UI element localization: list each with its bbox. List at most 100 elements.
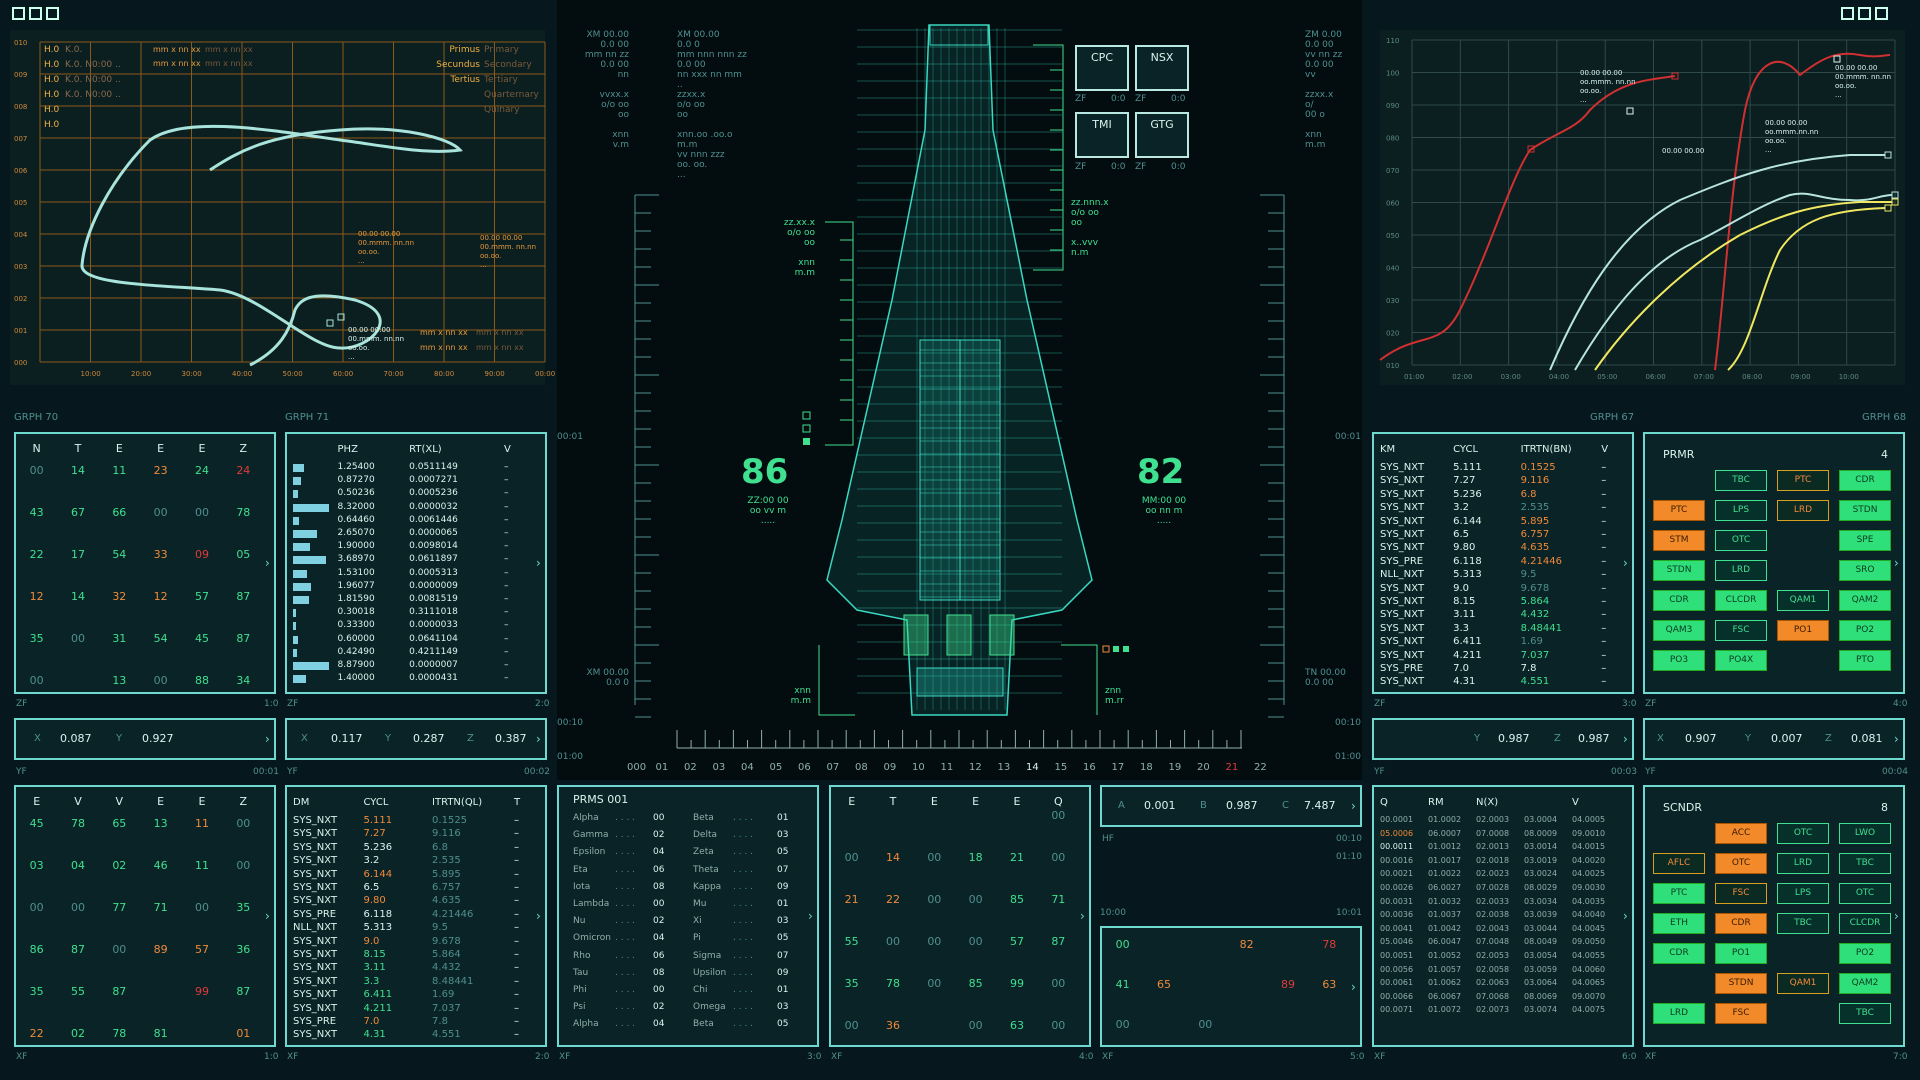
btn-fsc[interactable]: FSC (1715, 883, 1767, 904)
chevron-right-icon[interactable]: › (536, 732, 541, 746)
corner-label: 00:04 (1882, 767, 1908, 777)
chevron-right-icon[interactable]: › (1623, 909, 1628, 923)
window-square-icon[interactable] (1858, 7, 1871, 20)
chevron-right-icon[interactable]: › (265, 732, 270, 746)
btn-po4x[interactable]: PO4X (1715, 650, 1767, 671)
chevron-right-icon[interactable]: › (1894, 732, 1899, 746)
chevron-right-icon[interactable]: › (808, 909, 813, 923)
window-square-icon[interactable] (1841, 7, 1854, 20)
btn-cdr[interactable]: CDR (1653, 943, 1705, 964)
btn-fsc[interactable]: FSC (1715, 620, 1767, 641)
chevron-right-icon[interactable]: › (1351, 979, 1356, 994)
btn-fsc[interactable]: FSC (1715, 1003, 1767, 1024)
btn-po2[interactable]: PO2 (1839, 943, 1891, 964)
gtg-button[interactable]: GTG (1135, 112, 1189, 158)
btn-otc[interactable]: OTC (1715, 530, 1767, 551)
xyz-readout[interactable]: X 0.907 Y 0.007 Z 0.081 › (1643, 718, 1905, 760)
window-square-icon[interactable] (46, 7, 59, 20)
window-square-icon[interactable] (12, 7, 25, 20)
chevron-right-icon[interactable]: › (536, 909, 541, 923)
window-controls-right[interactable] (1841, 7, 1892, 23)
btn-tbc[interactable]: TBC (1715, 470, 1767, 491)
btn-clcdr[interactable]: CLCDR (1839, 913, 1891, 934)
xyz-readout[interactable]: X 0.117 Y 0.287 Z 0.387 › (285, 718, 547, 760)
btn-qam3[interactable]: QAM3 (1653, 620, 1705, 641)
btn-sro[interactable]: SRO (1839, 560, 1891, 581)
btn-cdr[interactable]: CDR (1715, 913, 1767, 934)
chevron-right-icon[interactable]: › (265, 556, 270, 570)
btn-lrd[interactable]: LRD (1777, 853, 1829, 874)
btn-po3[interactable]: PO3 (1653, 650, 1705, 671)
btn-acc[interactable]: ACC (1715, 823, 1767, 844)
btn-eth[interactable]: ETH (1653, 913, 1705, 934)
btn-lrd[interactable]: LRD (1777, 500, 1829, 521)
btn-tbc[interactable]: TBC (1839, 1003, 1891, 1024)
chevron-right-icon[interactable]: › (265, 909, 270, 923)
chevron-right-icon[interactable]: › (1623, 556, 1628, 570)
legend-item: Secundus (436, 60, 480, 70)
btn-pto[interactable]: PTO (1839, 650, 1891, 671)
btn-stm[interactable]: STM (1653, 530, 1705, 551)
table-cell (293, 607, 338, 617)
window-square-icon[interactable] (1875, 7, 1888, 20)
btn-spe[interactable]: SPE (1839, 530, 1891, 551)
btn-cdr[interactable]: CDR (1653, 590, 1705, 611)
yz-readout[interactable]: Y 0.987 Z 0.987 › (1372, 718, 1634, 760)
btn-otc[interactable]: OTC (1777, 823, 1829, 844)
btn-lrd[interactable]: LRD (1715, 560, 1767, 581)
btn-otc[interactable]: OTC (1715, 853, 1767, 874)
btn-tbc[interactable]: TBC (1777, 913, 1829, 934)
btn-stdn[interactable]: STDN (1715, 973, 1767, 994)
btn-lps[interactable]: LPS (1777, 883, 1829, 904)
btn-qam1[interactable]: QAM1 (1777, 973, 1829, 994)
btn-lwo[interactable]: LWO (1839, 823, 1891, 844)
btn-po1[interactable]: PO1 (1715, 943, 1767, 964)
cpc-button[interactable]: CPC (1075, 45, 1129, 91)
chevron-right-icon[interactable]: › (1894, 556, 1899, 570)
nsx-button[interactable]: NSX (1135, 45, 1189, 91)
abc-readout[interactable]: A 0.001 B 0.987 C 7.487 › (1100, 785, 1362, 827)
btn-cdr[interactable]: CDR (1839, 470, 1891, 491)
btn-stdn[interactable]: STDN (1839, 500, 1891, 521)
chevron-right-icon[interactable]: › (1351, 799, 1356, 813)
window-square-icon[interactable] (29, 7, 42, 20)
window-controls-left[interactable] (12, 7, 63, 23)
btn-ptc[interactable]: PTC (1653, 500, 1705, 521)
btn-lps[interactable]: LPS (1715, 500, 1767, 521)
chevron-right-icon[interactable]: › (536, 556, 541, 570)
btn-tbc[interactable]: TBC (1839, 853, 1891, 874)
chevron-right-icon[interactable]: › (1080, 909, 1085, 923)
btn-clcdr[interactable]: CLCDR (1715, 590, 1767, 611)
btn-stdn[interactable]: STDN (1653, 560, 1705, 581)
btn-qam2[interactable]: QAM2 (1839, 973, 1891, 994)
chevron-right-icon[interactable]: › (1623, 732, 1628, 746)
btn-otc[interactable]: OTC (1839, 883, 1891, 904)
btn-po2[interactable]: PO2 (1839, 620, 1891, 641)
btn-lrd[interactable]: LRD (1653, 1003, 1705, 1024)
btn-aflc[interactable]: AFLC (1653, 853, 1705, 874)
btn-po1[interactable]: PO1 (1777, 620, 1829, 641)
xy-readout[interactable]: X 0.087 Y 0.927 › (14, 718, 276, 760)
btn-qam2[interactable]: QAM2 (1839, 590, 1891, 611)
btn-ptc[interactable]: PTC (1777, 470, 1829, 491)
chevron-right-icon[interactable]: › (1894, 909, 1899, 923)
btn-qam1[interactable]: QAM1 (1777, 590, 1829, 611)
table-cell: 0.0061446 (409, 514, 458, 525)
tmi-button[interactable]: TMI (1075, 112, 1129, 158)
btn-ptc[interactable]: PTC (1653, 883, 1705, 904)
